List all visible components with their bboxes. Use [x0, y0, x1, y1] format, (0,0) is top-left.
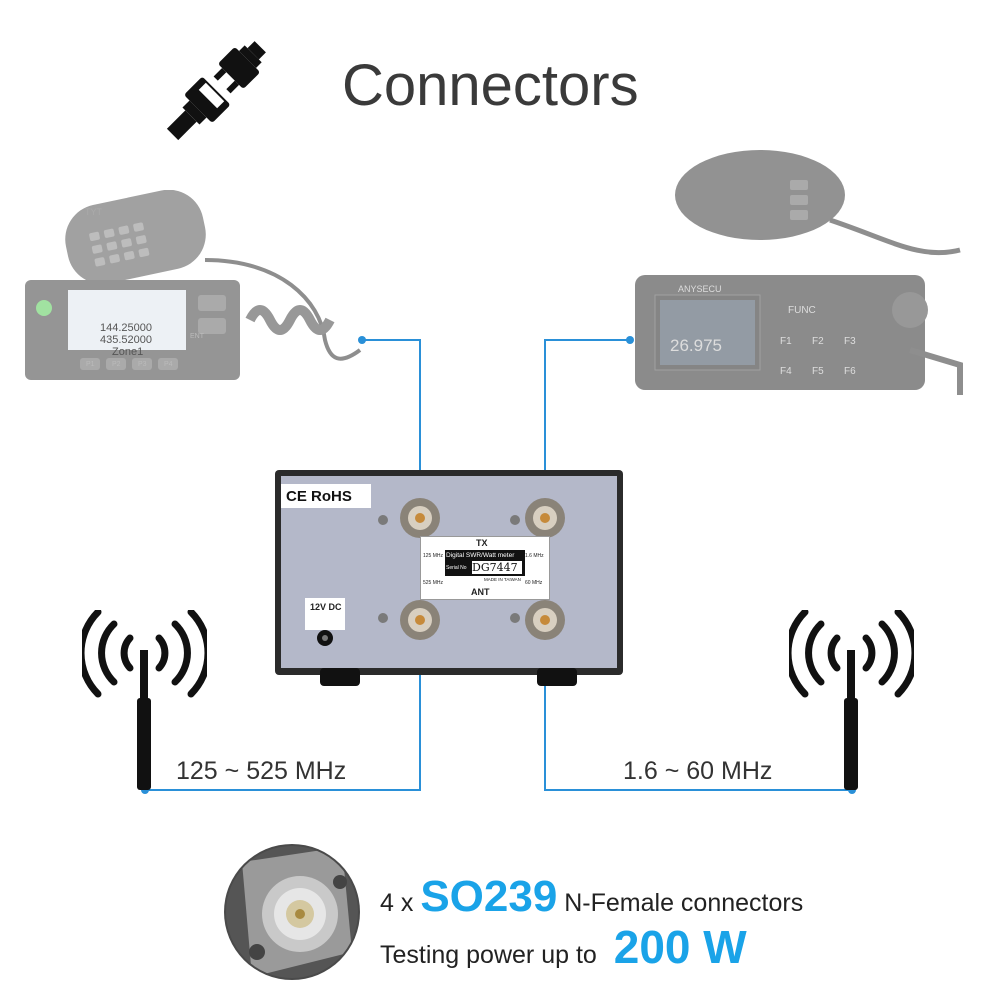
plug-connector-icon	[150, 30, 280, 155]
power-jack-label: 12V DC	[310, 602, 342, 612]
so239-connector-photo	[222, 842, 362, 982]
testing-power-value: 200 W	[613, 921, 747, 973]
plate-tx-label: TX	[476, 538, 488, 548]
plate-made-in: MADE IN TAIWAN	[484, 577, 521, 582]
connector-type: N-Female connectors	[564, 889, 804, 917]
connector-count-line: 4 x SO239 N-Female connectors	[380, 872, 803, 922]
antenna-signal-icon	[77, 608, 212, 800]
antenna-signal-icon	[784, 608, 919, 800]
left-radio-button-p3: P3	[138, 361, 147, 368]
right-radio-image	[630, 150, 970, 400]
left-radio-button-p2: P2	[112, 361, 121, 368]
left-radio-button-p1: P1	[86, 361, 95, 368]
plate-serial-value: DG7447	[472, 561, 522, 574]
frequency-range-right: 1.6 ~ 60 MHz	[623, 757, 773, 785]
ce-rohs-marks: CE RoHS	[286, 488, 352, 505]
right-radio-button-f6: F6	[844, 366, 856, 377]
frequency-range-left: 125 ~ 525 MHz	[176, 757, 347, 785]
right-radio-button-func: FUNC	[788, 305, 816, 316]
connector-model: SO239	[420, 872, 558, 921]
plate-left-bottom: 525 MHz	[423, 580, 444, 586]
left-radio-image	[20, 189, 365, 390]
left-radio-button-ent: ENT	[190, 333, 204, 340]
right-radio-button-f1: F1	[780, 336, 792, 347]
right-radio-button-f3: F3	[844, 336, 856, 347]
left-radio-display-line-2: 435.52000	[100, 334, 152, 346]
connector-count: 4 x	[380, 889, 414, 917]
left-radio-display-line-1: 144.25000	[100, 322, 152, 334]
right-radio-button-f5: F5	[812, 366, 824, 377]
plate-product: Digital SWR/Watt meter	[446, 552, 515, 559]
left-radio-brand: TYT	[85, 207, 102, 217]
right-radio-button-f2: F2	[812, 336, 824, 347]
plate-ant-label: ANT	[471, 587, 490, 597]
left-radio-button-p4: P4	[164, 361, 173, 368]
meter-label-plate	[420, 536, 550, 600]
right-radio-button-f4: F4	[780, 366, 792, 377]
page-title: Connectors	[342, 53, 639, 118]
right-radio-brand: ANYSECU	[678, 284, 722, 294]
plate-serial-label: Serial No	[446, 565, 467, 571]
plate-right-bottom: 60 MHz	[525, 580, 543, 586]
plate-right-top: 1.6 MHz	[525, 553, 544, 559]
left-radio-display-line-3: Zone1	[112, 346, 144, 358]
right-radio-display-value: 26.975	[670, 336, 722, 355]
testing-power-line: Testing power up to 200 W	[380, 920, 747, 974]
plate-left-top: 125 MHz	[423, 553, 444, 559]
testing-power-text: Testing power up to	[380, 941, 597, 969]
